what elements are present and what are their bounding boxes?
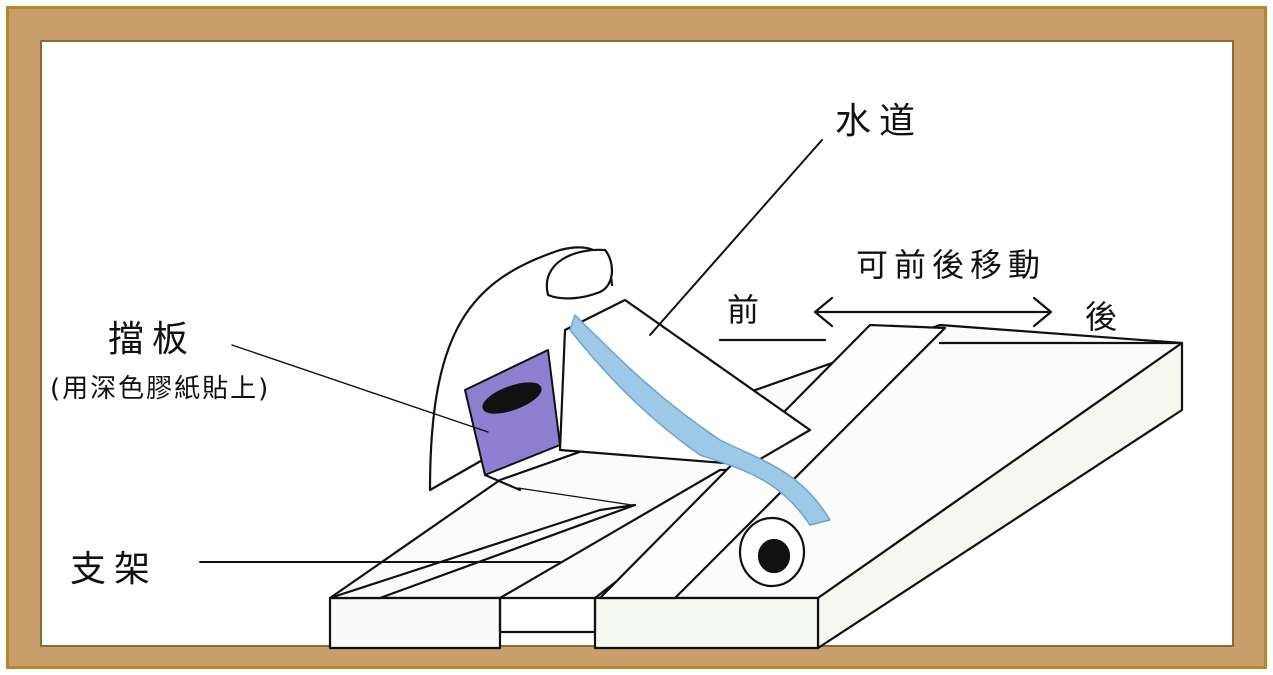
water-channel xyxy=(558,298,812,467)
baffle-leg xyxy=(483,473,522,492)
stand-plate xyxy=(328,503,637,600)
move-arrow-right-head xyxy=(1032,296,1053,328)
baffle-label: 擋板 xyxy=(108,319,197,360)
stand-label: 支架 xyxy=(70,549,159,590)
water-flow xyxy=(569,314,831,526)
base-front-right xyxy=(593,596,820,650)
hood-top xyxy=(545,248,613,300)
waterway-leader xyxy=(649,139,823,336)
move-arrow-left-head xyxy=(813,296,834,328)
back-label: 後 xyxy=(1085,298,1124,336)
baffle-leader xyxy=(231,344,489,433)
baffle-hole xyxy=(482,382,542,414)
baffle-note: (用深色膠紙貼上) xyxy=(50,374,271,404)
roller-hub xyxy=(757,538,791,574)
slot-left xyxy=(498,596,597,634)
base-front-left xyxy=(328,596,502,650)
front-label: 前 xyxy=(727,291,766,329)
movable-label: 可前後移動 xyxy=(856,246,1047,284)
baffle-plate xyxy=(464,349,561,476)
waterway-label: 水道 xyxy=(835,101,924,142)
stand-leader-2 xyxy=(517,487,633,506)
